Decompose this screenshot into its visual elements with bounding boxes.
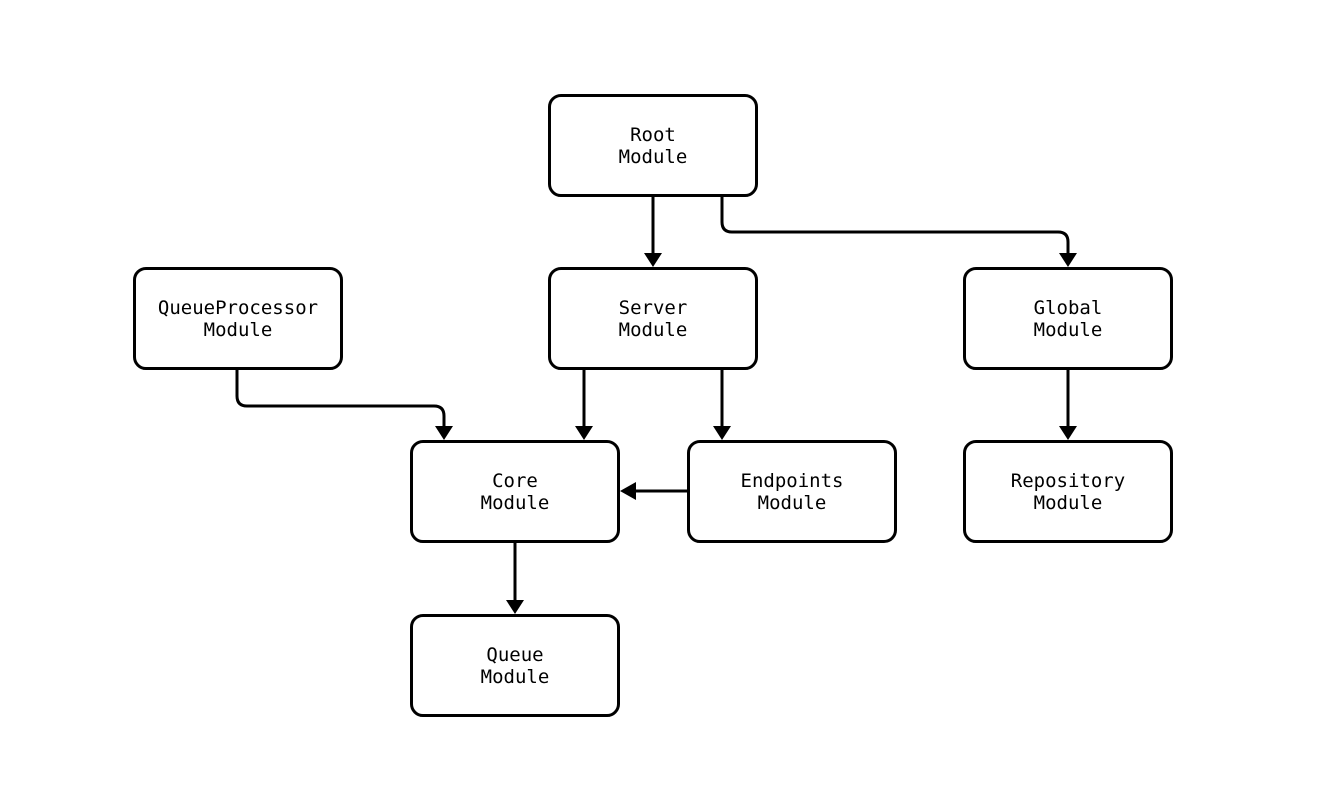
edge-server-to-core <box>575 370 593 440</box>
node-core[interactable]: Core Module <box>410 440 620 543</box>
node-root-label: Root Module <box>618 123 688 168</box>
node-global[interactable]: Global Module <box>963 267 1173 370</box>
node-endpoints-label: Endpoints Module <box>740 469 844 514</box>
edge-endpoints-to-core <box>620 482 687 500</box>
node-root[interactable]: Root Module <box>548 94 758 197</box>
node-server-label: Server Module <box>618 296 688 341</box>
node-global-label: Global Module <box>1033 296 1103 341</box>
node-server[interactable]: Server Module <box>548 267 758 370</box>
node-endpoints[interactable]: Endpoints Module <box>687 440 897 543</box>
node-repository[interactable]: Repository Module <box>963 440 1173 543</box>
node-queue-label: Queue Module <box>480 643 550 688</box>
edge-core-to-queue <box>506 543 524 614</box>
node-queueprocessor-label: QueueProcessor Module <box>157 296 319 341</box>
node-core-label: Core Module <box>480 469 550 514</box>
edge-global-to-repository <box>1059 370 1077 440</box>
edge-server-to-endpoints <box>713 370 731 440</box>
edge-queueprocessor-to-core <box>235 370 453 440</box>
edge-root-to-global <box>720 197 1077 267</box>
node-queue[interactable]: Queue Module <box>410 614 620 717</box>
node-queueprocessor[interactable]: QueueProcessor Module <box>133 267 343 370</box>
node-repository-label: Repository Module <box>1010 469 1126 514</box>
edge-root-to-server <box>644 197 662 267</box>
